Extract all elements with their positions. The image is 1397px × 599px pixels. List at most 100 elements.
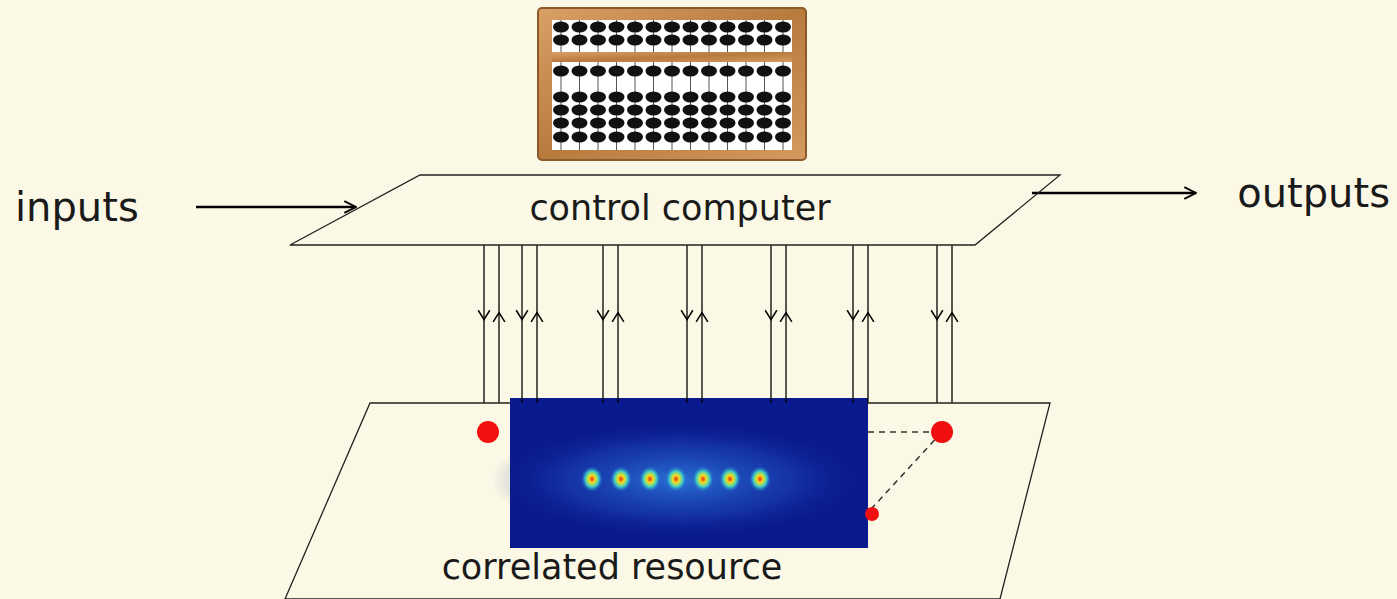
abacus-bead <box>701 132 717 143</box>
control-link <box>936 245 937 403</box>
abacus-bead <box>590 118 606 129</box>
abacus-bead <box>720 35 736 46</box>
abacus-bead <box>627 105 643 116</box>
abacus-bead <box>720 132 736 143</box>
abacus-bead <box>553 35 569 46</box>
control-link <box>701 245 702 403</box>
control-link <box>483 245 484 403</box>
abacus-bead <box>646 35 662 46</box>
plane-edge <box>290 175 1060 245</box>
abacus-bead <box>609 22 625 33</box>
abacus-bead <box>572 22 588 33</box>
abacus-bead <box>701 92 717 103</box>
red-dot <box>477 421 499 443</box>
abacus-bead <box>609 118 625 129</box>
abacus-bead <box>775 118 791 129</box>
abacus-bead <box>701 66 717 77</box>
control-link <box>770 245 771 403</box>
abacus-bead <box>720 22 736 33</box>
abacus-bead <box>627 35 643 46</box>
abacus-bead <box>590 22 606 33</box>
control-link <box>602 245 603 403</box>
red-dot <box>931 421 953 443</box>
abacus-bead <box>738 92 754 103</box>
abacus-bead <box>701 118 717 129</box>
abacus-bead <box>683 66 699 77</box>
plane-label: control computer <box>529 189 830 228</box>
abacus-bead <box>627 22 643 33</box>
abacus-frame <box>538 8 806 160</box>
abacus-bead <box>627 132 643 143</box>
ion-spot <box>610 466 632 492</box>
abacus-bead <box>646 105 662 116</box>
abacus-bead <box>664 22 680 33</box>
resource-plane: correlated resource <box>285 403 1055 599</box>
abacus-bead <box>738 118 754 129</box>
abacus-bead <box>646 132 662 143</box>
abacus-bead <box>553 22 569 33</box>
abacus-bead <box>775 105 791 116</box>
abacus-bead <box>757 92 773 103</box>
abacus-bead <box>664 66 680 77</box>
abacus-bead <box>572 35 588 46</box>
output-arrow <box>1032 192 1196 195</box>
abacus-bead <box>572 66 588 77</box>
abacus-bead <box>627 118 643 129</box>
abacus-bead <box>572 92 588 103</box>
abacus-bead <box>553 132 569 143</box>
abacus-bead <box>627 66 643 77</box>
abacus-bead <box>720 105 736 116</box>
abacus-bead <box>701 105 717 116</box>
input-label: inputs <box>15 185 139 229</box>
abacus-bead <box>757 66 773 77</box>
ion-spot <box>719 466 741 492</box>
abacus-bead <box>720 66 736 77</box>
input-arrow <box>196 206 356 209</box>
abacus-bead <box>775 35 791 46</box>
ion-spot <box>749 466 771 492</box>
control-link <box>867 245 868 403</box>
abacus-bead <box>775 22 791 33</box>
abacus-bead <box>701 35 717 46</box>
abacus-bead <box>553 105 569 116</box>
abacus-bead <box>775 66 791 77</box>
abacus-bead <box>627 92 643 103</box>
abacus-bead <box>683 22 699 33</box>
control-link <box>951 245 952 403</box>
abacus-bead <box>572 132 588 143</box>
abacus-bead <box>664 35 680 46</box>
abacus-bead <box>664 92 680 103</box>
abacus-picture <box>538 8 806 160</box>
abacus-bead <box>757 35 773 46</box>
abacus-bead <box>757 132 773 143</box>
control-link <box>785 245 786 403</box>
abacus-bead <box>683 132 699 143</box>
abacus-bead <box>609 92 625 103</box>
control-link <box>498 245 499 403</box>
abacus-bead <box>664 105 680 116</box>
abacus-bead <box>609 132 625 143</box>
red-dot <box>865 507 879 521</box>
dashed-line <box>868 431 942 433</box>
abacus-bead <box>646 22 662 33</box>
abacus-bead <box>553 118 569 129</box>
abacus-bead <box>646 92 662 103</box>
control-link <box>617 245 618 403</box>
abacus-bead <box>757 105 773 116</box>
abacus-bead <box>720 92 736 103</box>
abacus-bead <box>590 92 606 103</box>
abacus-bead <box>738 105 754 116</box>
abacus-bead <box>609 66 625 77</box>
abacus-bead <box>738 132 754 143</box>
ion-spot <box>581 466 603 492</box>
abacus-bead <box>572 118 588 129</box>
control-link <box>521 245 522 403</box>
abacus-bead <box>683 105 699 116</box>
abacus-bead <box>553 92 569 103</box>
abacus-bead <box>609 35 625 46</box>
abacus-bead <box>664 118 680 129</box>
abacus-bead <box>664 132 680 143</box>
abacus-bead <box>590 105 606 116</box>
abacus-bead <box>775 92 791 103</box>
